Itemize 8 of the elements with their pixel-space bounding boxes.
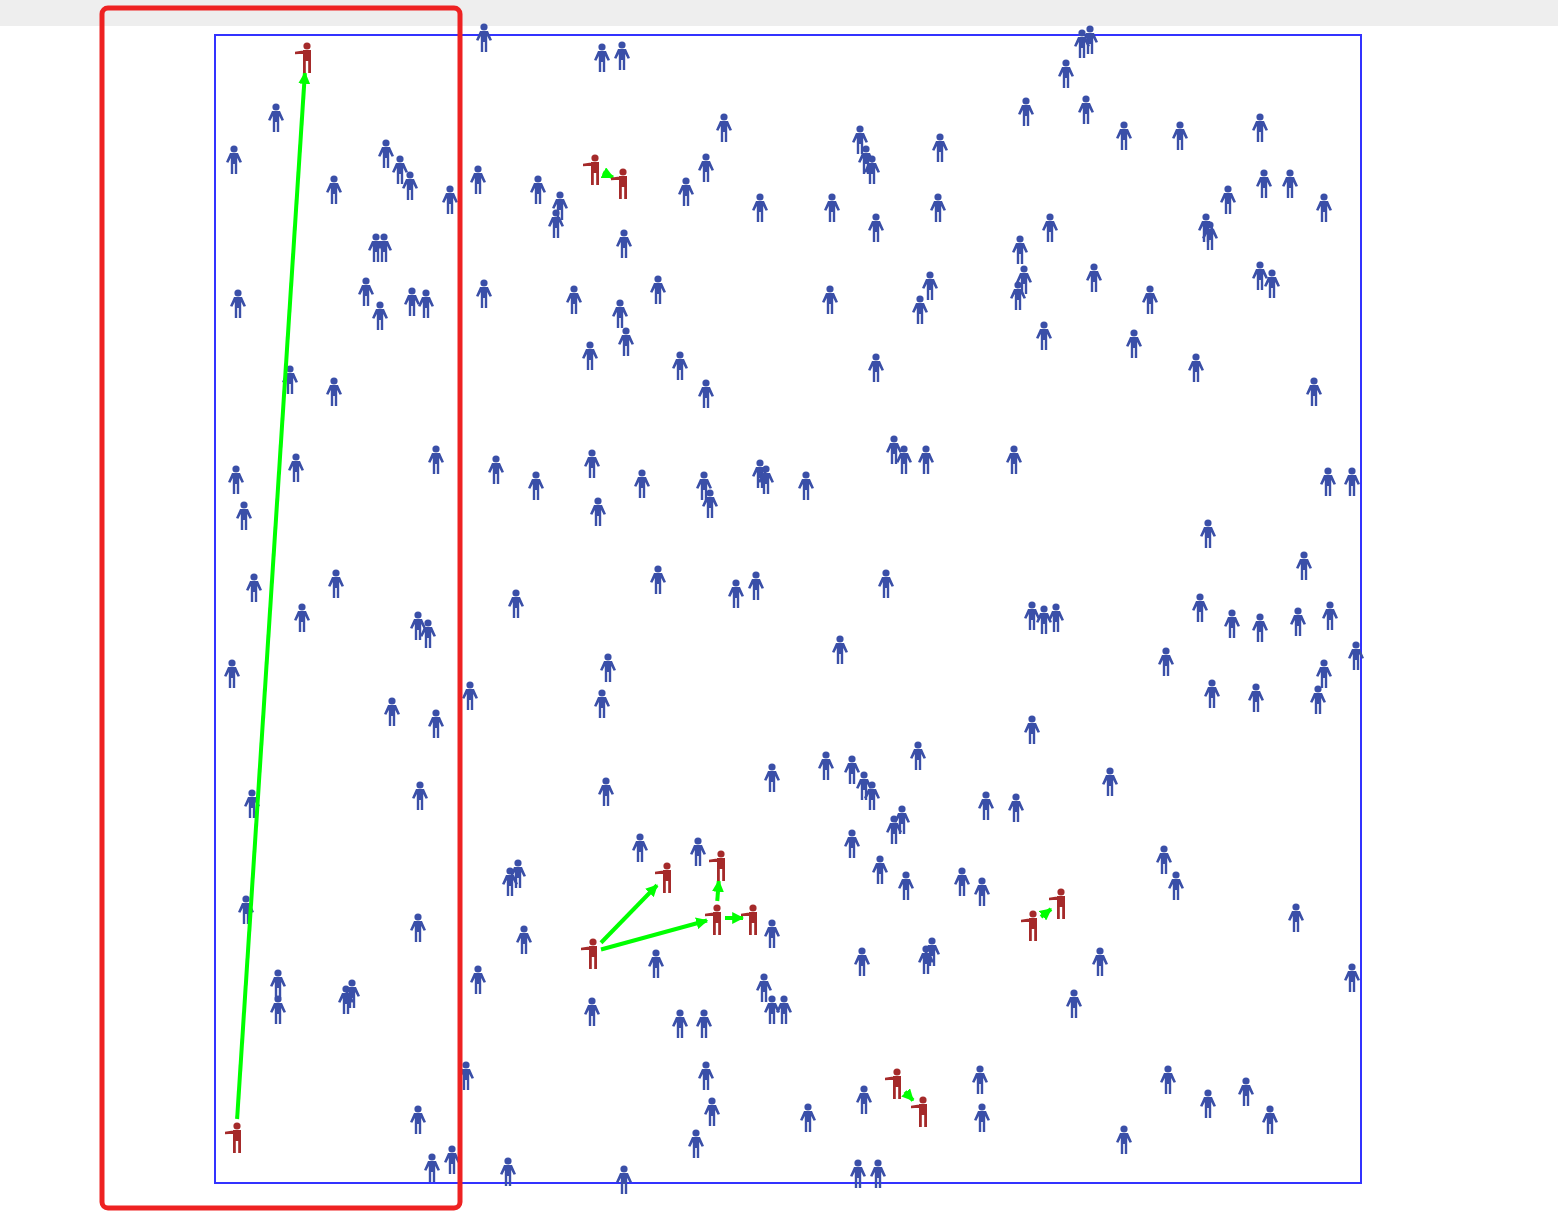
arrow (600, 917, 709, 952)
arrow (600, 167, 615, 180)
arrow (599, 883, 659, 945)
arrow (901, 1088, 915, 1102)
arrow (235, 71, 311, 1120)
arrow (1038, 907, 1053, 921)
arrow (711, 879, 724, 902)
arrow (725, 912, 745, 924)
